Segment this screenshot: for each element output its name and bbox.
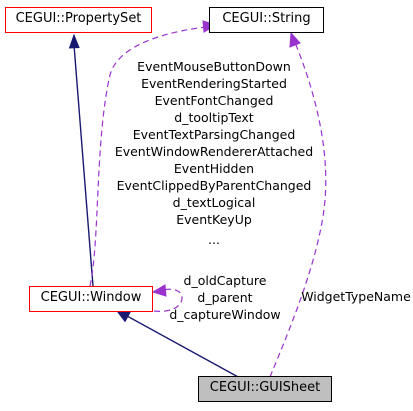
edge-label: EventWindowRendererAttached xyxy=(115,144,313,159)
edge-labels-window-self: d_oldCapture d_parent d_captureWindow xyxy=(169,273,280,322)
node-window[interactable]: CEGUI::Window xyxy=(29,286,153,312)
edge-label: d_textLogical xyxy=(173,195,256,210)
edge-label: ... xyxy=(208,232,220,247)
edge-window-inherits-propertyset xyxy=(68,33,94,287)
edge-label: EventClippedByParentChanged xyxy=(117,178,312,193)
node-property-set[interactable]: CEGUI::PropertySet xyxy=(5,7,152,33)
edge-label: d_parent xyxy=(197,290,252,305)
edge-label: d_captureWindow xyxy=(169,307,280,322)
edge-label: d_tooltipText xyxy=(174,110,254,125)
edge-label: EventHidden xyxy=(174,161,254,176)
edge-guisheet-uses-string xyxy=(269,31,327,378)
edge-label: d_oldCapture xyxy=(184,273,267,288)
node-string[interactable]: CEGUI::String xyxy=(209,7,324,33)
edge-label: EventFontChanged xyxy=(155,93,274,108)
edge-label: EventMouseButtonDown xyxy=(137,59,291,74)
edge-label: EventKeyUp xyxy=(176,212,252,227)
edge-window-self-reference xyxy=(151,284,183,312)
edge-label: EventRenderingStarted xyxy=(141,76,287,91)
edge-labels-window-string: EventMouseButtonDown EventRenderingStart… xyxy=(115,59,313,247)
edge-label-widget-type-name: WidgetTypeName xyxy=(301,289,411,304)
node-gui-sheet[interactable]: CEGUI::GUISheet xyxy=(198,376,332,402)
edge-label: EventTextParsingChanged xyxy=(133,127,296,142)
